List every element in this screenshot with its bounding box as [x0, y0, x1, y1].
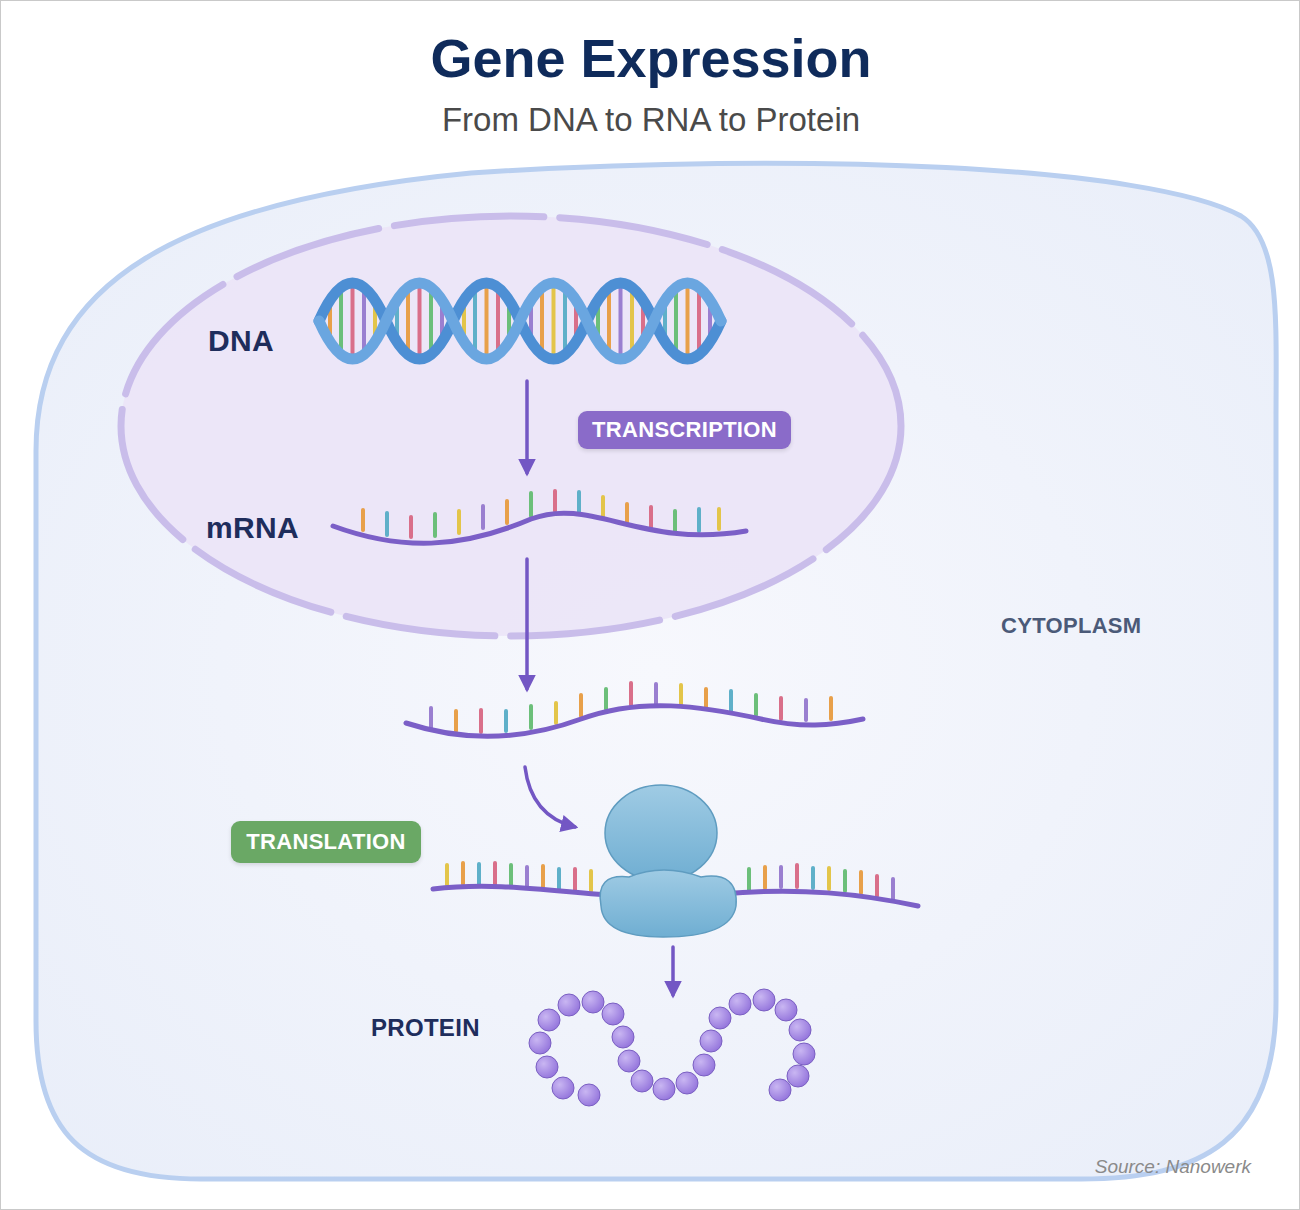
diagram-title: Gene Expression [1, 27, 1300, 89]
source-note: Source: Nanowerk [951, 1156, 1251, 1178]
process-badge: TRANSCRIPTION [578, 411, 791, 449]
cell-membrane-path [36, 163, 1276, 1179]
molecule-label: mRNA [206, 511, 299, 545]
nuclear-envelope [121, 216, 901, 636]
molecule-label: DNA [208, 324, 274, 358]
diagram-subtitle: From DNA to RNA to Protein [1, 101, 1300, 139]
process-label: TRANSCRIPTION [592, 417, 777, 443]
molecule-label: PROTEIN [371, 1014, 480, 1042]
cell-membrane: CYTOPLASM PROTEIN DNA mRNA TRANSCRIPTION TRAN… [31, 161, 1281, 1186]
region-label: CYTOPLASM [1001, 613, 1141, 639]
process-badge: TRANSLATION [231, 821, 421, 863]
nucleus: DNA mRNA TRANSCRIPTION [116, 211, 906, 641]
process-label: TRANSLATION [246, 829, 405, 855]
